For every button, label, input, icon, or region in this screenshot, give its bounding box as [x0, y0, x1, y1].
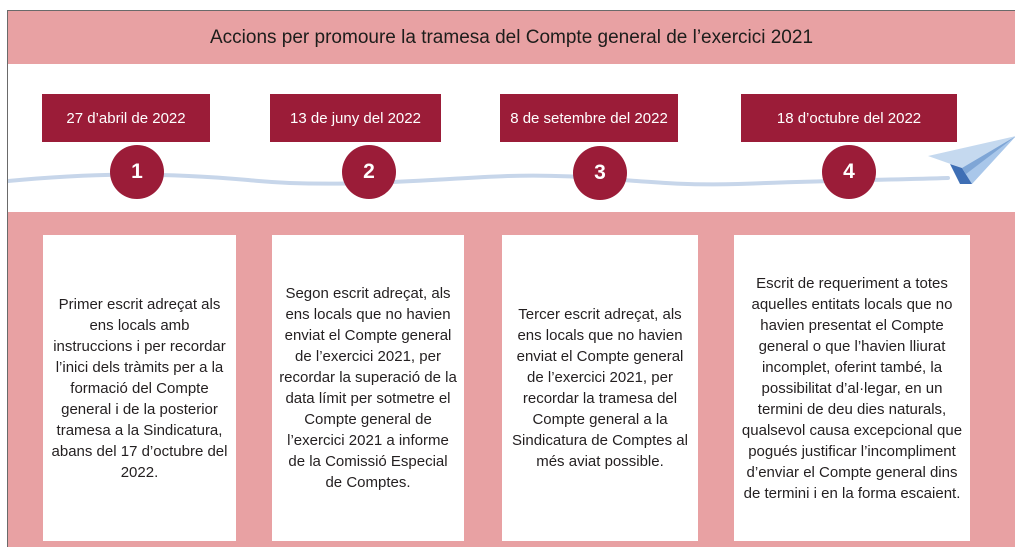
step-1-description: Primer escrit adreçat als ens locals amb…	[51, 295, 228, 481]
step-3-description: Tercer escrit adreçat, als ens locals qu…	[512, 306, 688, 470]
step-1-card: Primer escrit adreçat als ens locals amb…	[43, 235, 236, 541]
step-1-date: 27 d’abril de 2022	[42, 94, 210, 142]
step-2-date: 13 de juny del 2022	[270, 94, 441, 142]
step-3-date: 8 de setembre del 2022	[500, 94, 678, 142]
title-bar: Accions per promoure la tramesa del Comp…	[8, 11, 1015, 64]
paper-plane-icon	[928, 136, 1015, 184]
step-3-card: Tercer escrit adreçat, als ens locals qu…	[502, 235, 698, 541]
step-2-card: Segon escrit adreçat, als ens locals que…	[272, 235, 464, 541]
step-4-card: Escrit de requeriment a totes aquelles e…	[734, 235, 970, 541]
step-2-description: Segon escrit adreçat, als ens locals que…	[279, 285, 457, 491]
timeline-line	[8, 172, 950, 187]
timeline-diagram: Accions per promoure la tramesa del Comp…	[7, 10, 1015, 547]
step-1-number: 1	[110, 145, 164, 199]
step-4-number: 4	[822, 145, 876, 199]
step-4-date: 18 d’octubre del 2022	[741, 94, 957, 142]
step-3-number: 3	[573, 146, 627, 200]
step-4-description: Escrit de requeriment a totes aquelles e…	[741, 274, 963, 502]
diagram-title: Accions per promoure la tramesa del Comp…	[209, 26, 814, 48]
step-2-number: 2	[342, 145, 396, 199]
